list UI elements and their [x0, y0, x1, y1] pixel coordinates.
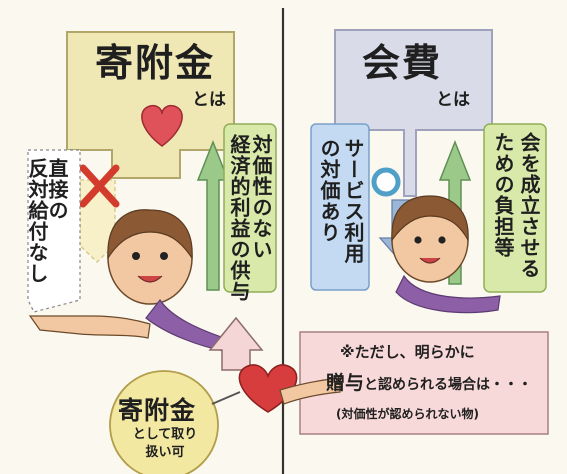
note-emphasis: 贈与: [326, 372, 365, 394]
donation-toha: とは: [192, 90, 226, 110]
service-col-1: サービス利用: [341, 138, 365, 264]
right-person: [391, 195, 501, 314]
giving-hand: [279, 377, 341, 405]
circle-mark-icon: [371, 167, 401, 197]
cross-icon: [79, 164, 120, 208]
badge-title: 寄附金: [118, 396, 197, 425]
note-line-1: ※ただし、明らかに: [340, 343, 475, 361]
heart-icon: [141, 104, 183, 147]
direct-return-col-1: 直接の: [45, 158, 69, 221]
note-line-2: 贈与と認められる場合は・・・: [326, 374, 532, 393]
burden-card: [483, 123, 547, 293]
benefit-col-1: 対価性のない: [249, 134, 273, 260]
note-box: [299, 331, 549, 435]
note-line-3: (対価性が認められない物): [336, 407, 479, 421]
left-person: [28, 209, 231, 353]
donation-heading-panel: [66, 31, 235, 179]
direct-return-card: [27, 149, 81, 313]
badge-pointer: [211, 391, 241, 405]
membership-toha: とは: [436, 90, 470, 110]
burden-col-1: 会を成立させる: [517, 132, 541, 279]
benefit-card: [223, 123, 277, 293]
donation-badge: [109, 370, 219, 474]
membership-title: 会費: [362, 41, 443, 85]
benefit-col-2: 経済的利益の供与: [227, 134, 251, 302]
direct-return-col-2: 反対給付なし: [25, 158, 49, 284]
donation-title: 寄附金: [95, 41, 216, 85]
gift-heart-icon: [238, 364, 298, 413]
burden-col-2: ための負担等: [491, 132, 515, 258]
service-card: [310, 123, 370, 291]
badge-line-1: として取り: [132, 427, 198, 442]
gift-arrow: [208, 316, 264, 371]
badge-line-2: 扱い可: [145, 445, 185, 460]
service-col-2: の対価あり: [317, 138, 341, 243]
return-arrow: [196, 139, 230, 291]
note-line-2-rest: と認められる場合は・・・: [364, 377, 533, 393]
